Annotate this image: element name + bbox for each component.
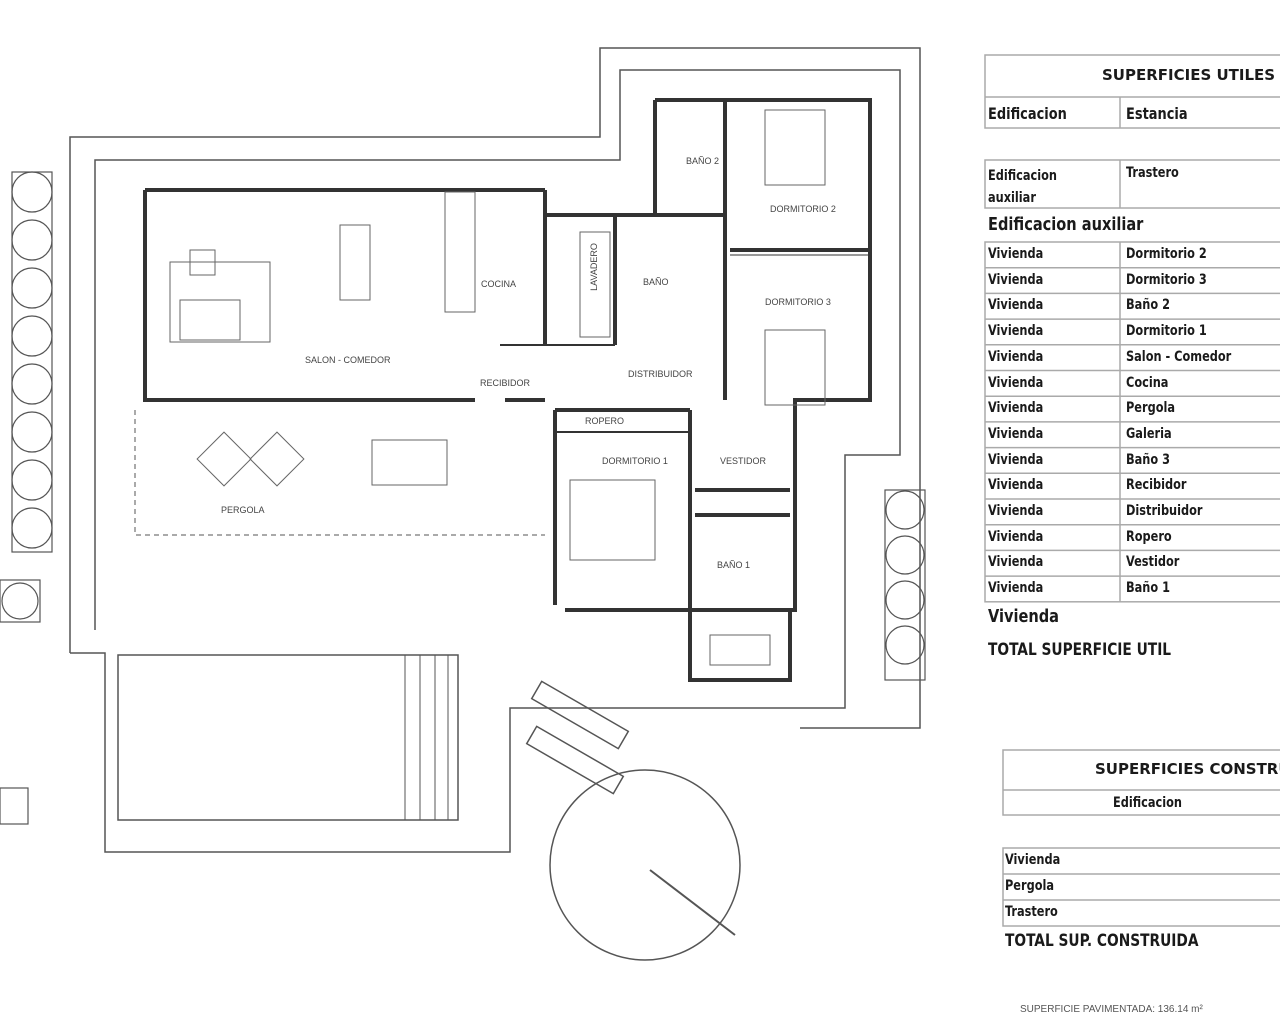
terrace-inner-outline (94, 69, 901, 853)
subtotal-vivienda: Vivienda (988, 606, 1060, 627)
terrace-bottom (70, 652, 480, 853)
room-label-ropero: ROPERO (585, 416, 625, 426)
room-label-bano-1: BAÑO 1 (717, 560, 751, 570)
pool (117, 654, 459, 821)
aux-estancia: Trastero (1126, 165, 1179, 181)
planters-left (0, 171, 53, 825)
aux-edificacion: Edificacion auxiliar (988, 168, 1057, 206)
room-label-distribuidor: DISTRIBUIDOR (628, 369, 693, 379)
total-construida: TOTAL SUP. CONSTRUIDA (1005, 931, 1199, 951)
total-superficie-util: TOTAL SUPERFICIE UTIL (988, 640, 1172, 660)
pool-steps (404, 655, 449, 820)
room-label-dormitorio-1: DORMITORIO 1 (602, 456, 668, 466)
room-label-pergola: PERGOLA (221, 505, 265, 515)
util-row-estancia: Dormitorio 1 (1126, 323, 1207, 340)
util-row-edificacion: Vivienda (988, 580, 1044, 597)
util-row-estancia: Galeria (1126, 425, 1172, 442)
util-row-edificacion: Vivienda (988, 246, 1044, 262)
room-label-dormitorio-2: DORMITORIO 2 (770, 204, 836, 214)
room-label-recibidor: RECIBIDOR (480, 378, 531, 388)
util-row-edificacion: Vivienda (988, 323, 1044, 340)
room-label-dormitorio-3: DORMITORIO 3 (765, 297, 831, 307)
room-label-bano: BAÑO (643, 277, 669, 287)
superficies-construidas-title: SUPERFICIES CONSTRU (1095, 760, 1280, 778)
util-row-edificacion: Vivienda (988, 503, 1044, 519)
util-row-edificacion: Vivienda (988, 554, 1044, 571)
util-row-estancia: Dormitorio 3 (1126, 271, 1207, 288)
header-estancia: Estancia (1126, 104, 1188, 123)
round-table (549, 769, 741, 961)
construida-row: Vivienda (1005, 852, 1061, 868)
room-label-cocina: COCINA (481, 279, 517, 289)
util-row-estancia: Recibidor (1126, 477, 1187, 494)
util-row-estancia: Distribuidor (1126, 503, 1203, 519)
construida-row: Trastero (1005, 904, 1058, 920)
util-row-edificacion: Vivienda (988, 400, 1044, 417)
util-row-edificacion: Vivienda (988, 425, 1044, 442)
furniture (169, 109, 826, 666)
planters-right (884, 489, 926, 681)
room-label-salon-comedor: SALON - COMEDOR (305, 355, 391, 365)
util-row-estancia: Cocina (1126, 374, 1169, 391)
util-row-edificacion: Vivienda (988, 297, 1044, 314)
sun-lounger (525, 725, 625, 795)
util-row-estancia: Baño 3 (1126, 451, 1170, 468)
util-row-edificacion: Vivienda (988, 477, 1044, 494)
terrace-outline (69, 47, 921, 729)
walls (143, 98, 872, 682)
util-row-edificacion: Vivienda (988, 451, 1044, 468)
util-row-estancia: Baño 2 (1126, 297, 1170, 314)
util-row-estancia: Pergola (1126, 400, 1176, 417)
util-row-estancia: Salon - Comedor (1126, 348, 1232, 365)
superficies-utiles-title: SUPERFICIES UTILES (1102, 66, 1276, 84)
util-row-estancia: Ropero (1126, 528, 1172, 545)
pergola-outline (134, 410, 545, 536)
construidas-header: Edificacion (1113, 795, 1182, 811)
superficie-pavimentada: SUPERFICIE PAVIMENTADA: 136.14 m² (1020, 1004, 1203, 1015)
util-row-edificacion: Vivienda (988, 374, 1044, 391)
util-row-estancia: Baño 1 (1126, 580, 1170, 597)
sun-lounger (530, 680, 630, 750)
room-label-bano-2: BAÑO 2 (686, 156, 720, 166)
util-row-edificacion: Vivienda (988, 528, 1044, 545)
room-label-vestidor: VESTIDOR (720, 456, 767, 466)
util-row-estancia: Dormitorio 2 (1126, 246, 1207, 262)
util-row-estancia: Vestidor (1126, 554, 1180, 571)
construida-row: Pergola (1005, 878, 1055, 894)
util-row-edificacion: Vivienda (988, 348, 1044, 365)
header-edificacion: Edificacion (988, 104, 1067, 123)
aux-heading: Edificacion auxiliar (988, 214, 1144, 235)
util-row-edificacion: Vivienda (988, 271, 1044, 288)
